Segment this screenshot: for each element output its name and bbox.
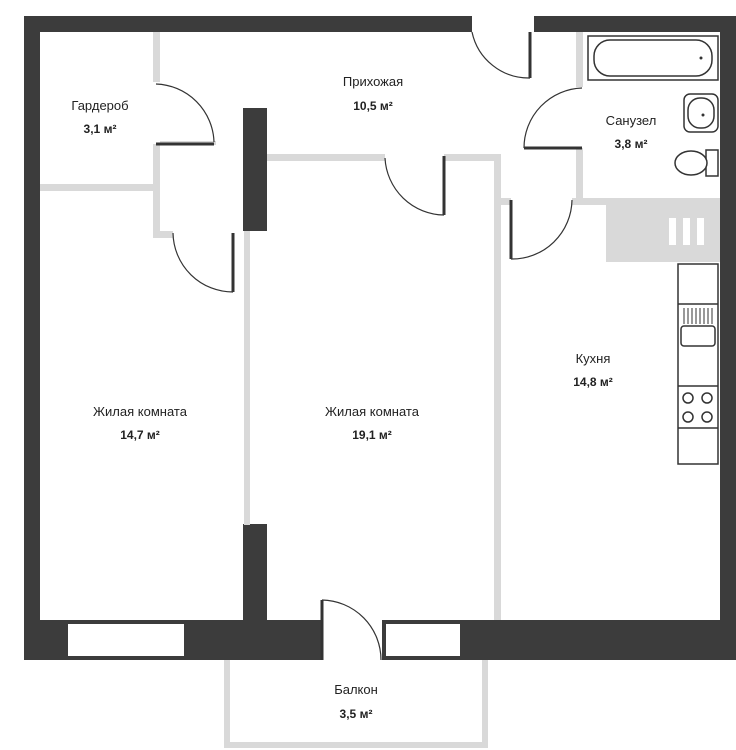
room-area-hallway: 10,5 м² <box>353 99 393 113</box>
window-left <box>68 624 184 656</box>
kitchen-counter <box>677 263 719 465</box>
room-name-balcony: Балкон <box>334 682 378 697</box>
room-name-living-left: Жилая комната <box>93 404 188 419</box>
bathtub-icon <box>587 35 719 81</box>
room-label-bathroom: Санузел 3,8 м² <box>606 113 657 151</box>
room-name-living-center: Жилая комната <box>325 404 420 419</box>
room-area-bathroom: 3,8 м² <box>615 137 648 151</box>
window-right <box>386 624 460 656</box>
balcony-walls <box>224 658 488 748</box>
room-name-wardrobe: Гардероб <box>71 98 128 113</box>
room-area-balcony: 3,5 м² <box>340 707 373 721</box>
kitchen-sink-icon <box>680 308 716 347</box>
ventilation-icon <box>669 218 704 245</box>
room-label-kitchen: Кухня 14,8 м² <box>573 351 613 389</box>
room-area-living-center: 19,1 м² <box>352 428 392 442</box>
room-name-hallway: Прихожая <box>343 74 403 89</box>
room-name-kitchen: Кухня <box>576 351 611 366</box>
toilet-icon <box>674 149 719 177</box>
sink-icon <box>683 93 719 133</box>
room-label-living-left: Жилая комната 14,7 м² <box>93 404 188 442</box>
room-label-balcony: Балкон 3,5 м² <box>334 682 378 721</box>
room-area-kitchen: 14,8 м² <box>573 375 613 389</box>
room-label-hallway: Прихожая 10,5 м² <box>343 74 403 113</box>
doors <box>155 31 583 661</box>
room-area-wardrobe: 3,1 м² <box>84 122 117 136</box>
room-label-wardrobe: Гардероб 3,1 м² <box>71 98 128 136</box>
windows <box>68 624 460 656</box>
room-area-living-left: 14,7 м² <box>120 428 160 442</box>
stove-icon <box>682 392 713 423</box>
room-name-bathroom: Санузел <box>606 113 657 128</box>
room-label-living-center: Жилая комната 19,1 м² <box>325 404 420 442</box>
